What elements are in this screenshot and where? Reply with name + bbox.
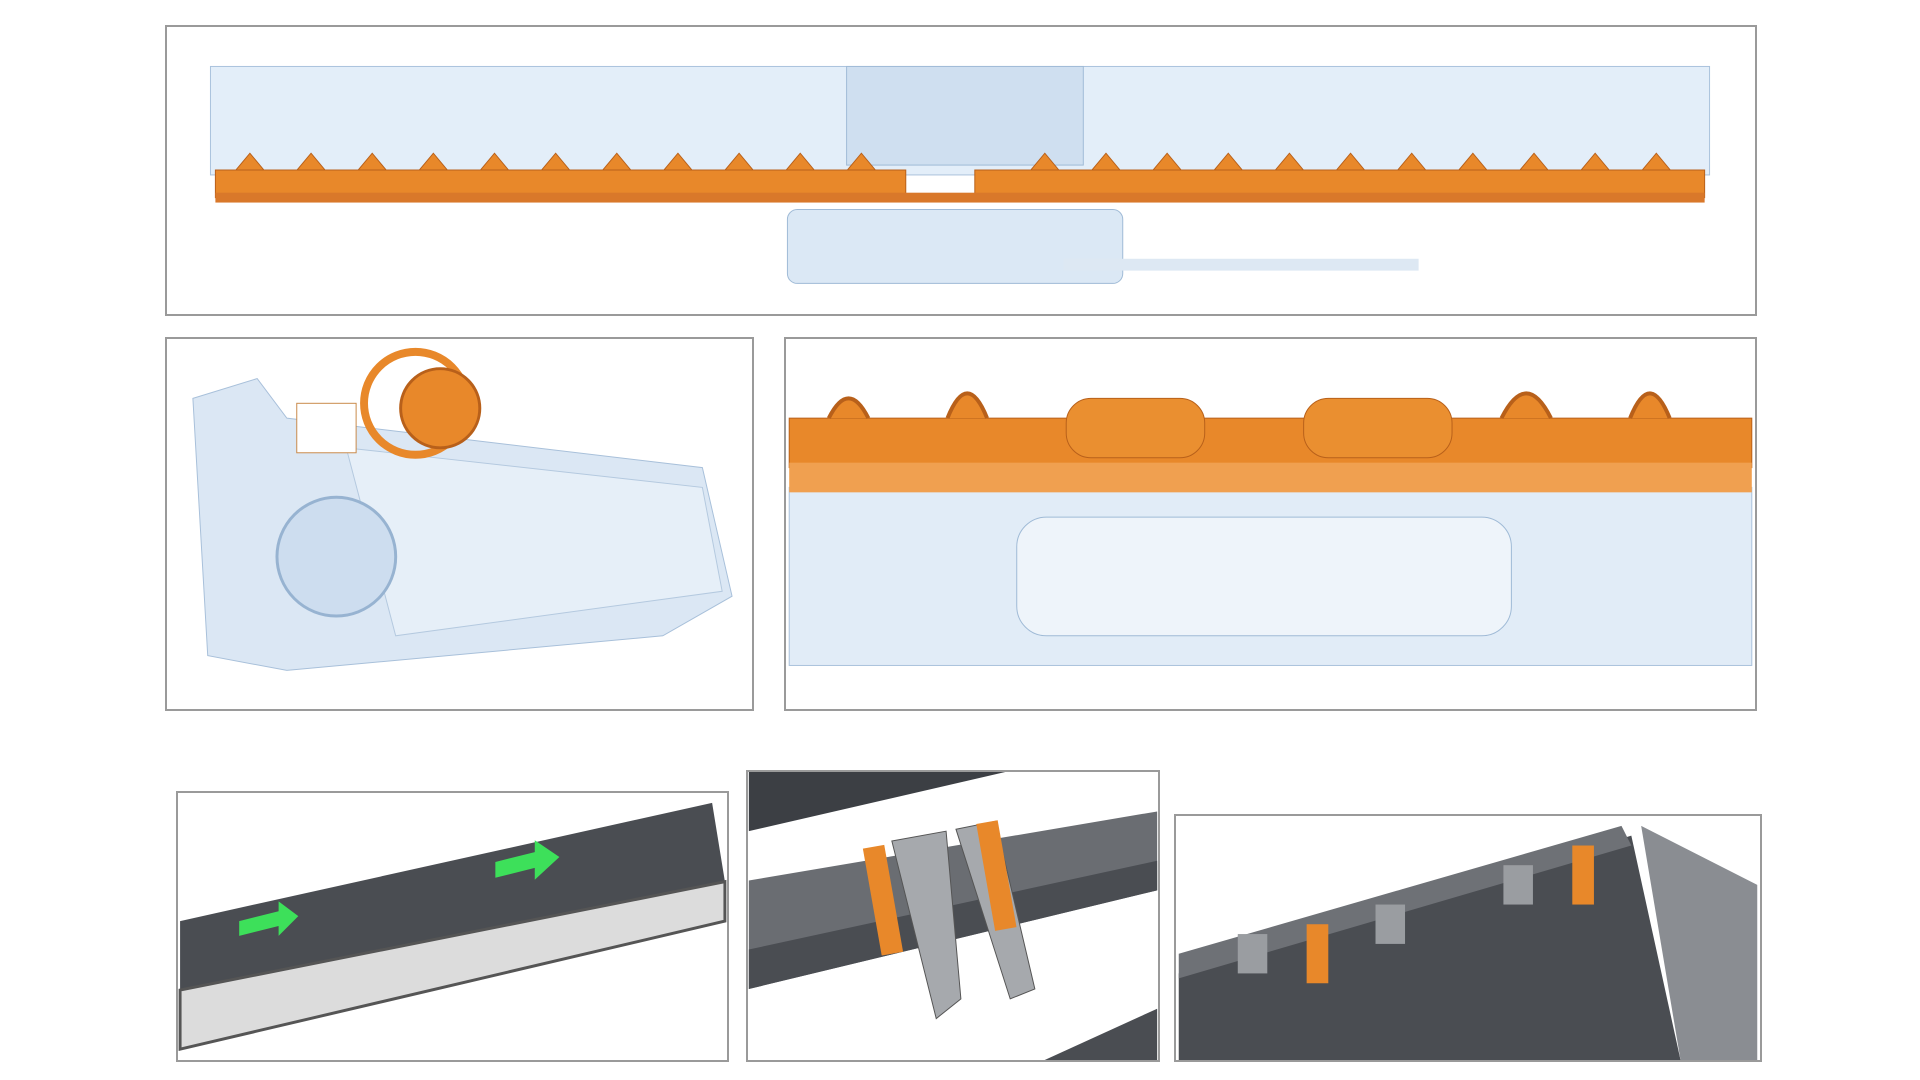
arrow-left-icon — [239, 901, 299, 936]
side-view-panel — [165, 337, 754, 711]
frame-arrows-panel — [176, 791, 729, 1062]
bracket-closeup-panel — [746, 770, 1160, 1062]
auger-overview-panel — [165, 25, 1757, 316]
arrow-right-icon — [495, 840, 560, 880]
beam-brackets-illustration — [1178, 825, 1758, 1060]
auger-overview-illustration — [209, 65, 1711, 284]
auger-closeup-panel — [784, 337, 1757, 711]
bracket-closeup-illustration — [748, 772, 1158, 1060]
side-view-illustration — [192, 347, 733, 671]
auger-closeup-illustration — [788, 391, 1753, 666]
beam-brackets-panel — [1174, 814, 1762, 1062]
frame-arrows-illustration — [178, 802, 727, 1052]
